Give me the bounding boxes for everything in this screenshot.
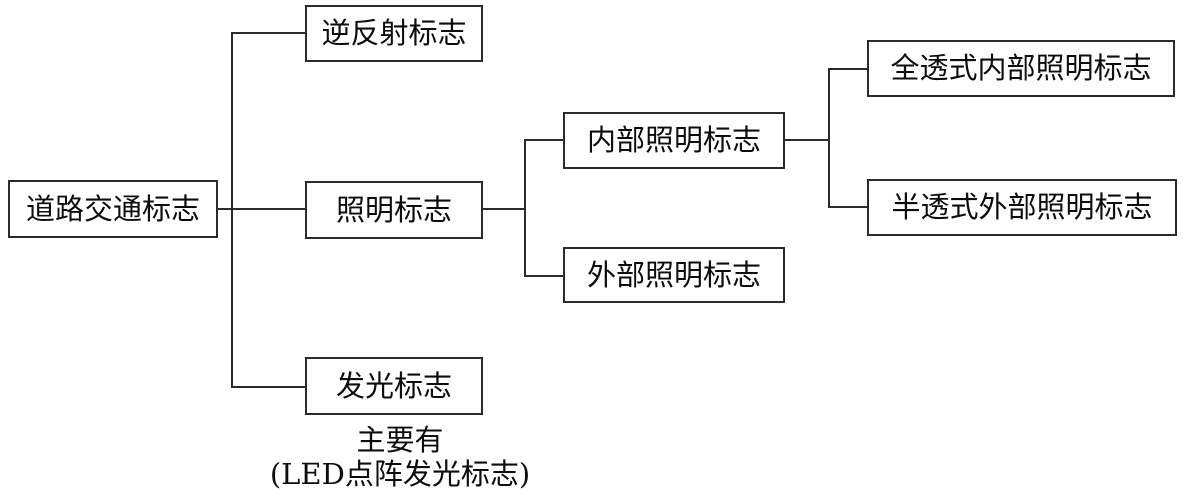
caption-line-2: (LED点阵发光标志) <box>269 457 531 491</box>
connector-to-full-transmissive <box>828 68 867 70</box>
connector-root-stem <box>218 208 305 210</box>
connector-illuminated-stem <box>483 208 525 210</box>
node-road-traffic-signs: 道路交通标志 <box>8 180 218 238</box>
connector-level2-rail <box>231 32 233 388</box>
node-luminous-sign: 发光标志 <box>305 357 483 415</box>
connector-level4-rail <box>828 68 830 208</box>
luminous-sign-caption: 主要有 (LED点阵发光标志) <box>245 423 555 491</box>
connector-to-semi-transmissive <box>828 206 867 208</box>
node-semi-transmissive-external-illuminated-sign: 半透式外部照明标志 <box>867 179 1177 236</box>
connector-level3-rail <box>524 139 526 277</box>
node-external-illuminated-sign: 外部照明标志 <box>563 247 785 303</box>
node-illuminated-sign: 照明标志 <box>305 181 483 239</box>
connector-internal-stem <box>785 139 829 141</box>
caption-line-1: 主要有 <box>356 423 444 457</box>
node-retroreflective-sign: 逆反射标志 <box>305 5 483 62</box>
connector-to-retroreflective <box>231 32 305 34</box>
node-internal-illuminated-sign: 内部照明标志 <box>563 112 785 169</box>
connector-to-internal <box>524 139 563 141</box>
connector-to-external <box>524 275 563 277</box>
connector-to-luminous <box>231 386 305 388</box>
node-full-transmissive-internal-illuminated-sign: 全透式内部照明标志 <box>867 40 1175 97</box>
